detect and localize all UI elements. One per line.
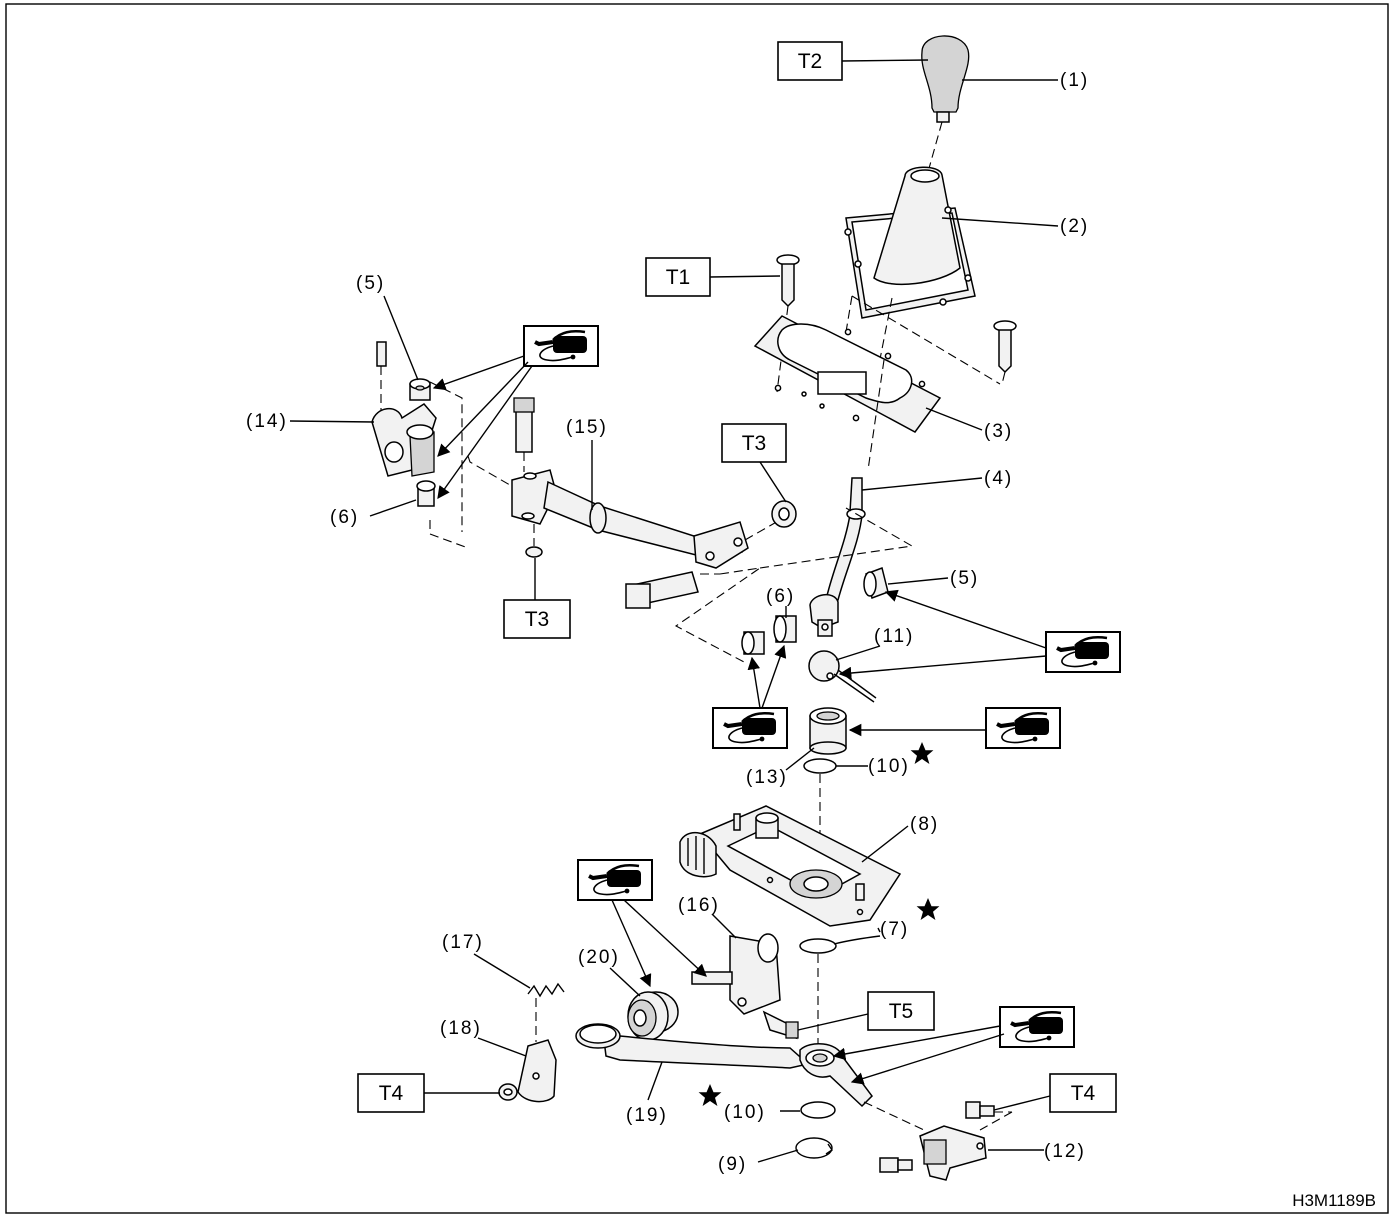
- svg-text:(1): (1): [1060, 70, 1089, 91]
- pin-upper-left: [376, 341, 387, 412]
- callout-part-10-lower: (10): [724, 1102, 800, 1123]
- svg-text:(10): (10): [868, 756, 910, 777]
- torque-label-t2: T2: [777, 41, 929, 81]
- grease-icon: [576, 858, 707, 988]
- page-border: [5, 3, 1389, 1214]
- shift-knob: [921, 35, 970, 173]
- bushing-13: [809, 707, 847, 755]
- svg-text:T4: T4: [379, 1082, 404, 1105]
- plate: [753, 295, 1001, 471]
- callout-part-11: (11): [835, 626, 914, 661]
- snap-ring-9: [795, 1137, 833, 1159]
- torque-label-t4-right: T4: [993, 1073, 1117, 1113]
- callout-part-9: (9): [718, 1149, 799, 1175]
- callout-part-6-left: (6): [330, 499, 417, 528]
- svg-text:(18): (18): [440, 1018, 482, 1039]
- shift-rod-19: [575, 1023, 925, 1131]
- svg-text:(19): (19): [626, 1105, 668, 1126]
- callout-part-19: (19): [626, 1061, 668, 1126]
- torque-label-t3-upper: T3: [721, 423, 787, 503]
- callout-part-1: (1): [962, 70, 1089, 91]
- callout-part-14: (14): [246, 411, 375, 432]
- svg-text:T2: T2: [798, 50, 823, 73]
- grease-icon: [848, 706, 1062, 750]
- star-icon: [698, 1084, 722, 1106]
- svg-text:(16): (16): [678, 895, 720, 916]
- grease-icon: [711, 644, 789, 750]
- svg-text:(17): (17): [442, 932, 484, 953]
- svg-text:(7): (7): [880, 919, 909, 940]
- ball: [808, 650, 877, 703]
- lower-linkage-dashed-box: [674, 507, 914, 663]
- torque-label-t4-left: T4: [357, 1073, 500, 1113]
- svg-text:T5: T5: [889, 1000, 914, 1023]
- svg-text:(8): (8): [910, 814, 939, 835]
- callout-part-8: (8): [861, 814, 939, 863]
- o-ring-10-lower: [800, 1101, 836, 1119]
- torque-label-t1: T1: [645, 257, 781, 297]
- svg-text:(14): (14): [246, 411, 288, 432]
- callout-part-4: (4): [861, 468, 1013, 491]
- svg-text:(4): (4): [984, 468, 1013, 489]
- torque-label-t3-lower: T3: [503, 558, 571, 639]
- callout-part-18: (18): [440, 1018, 527, 1057]
- bracket-16: [691, 933, 799, 1040]
- grease-icon: [832, 1005, 1076, 1085]
- grease-icon: [432, 324, 600, 500]
- figure-code: H3M1189B: [1292, 1191, 1376, 1210]
- svg-text:(5): (5): [356, 273, 385, 294]
- rubber-20: [627, 991, 679, 1041]
- spring-17: [527, 982, 565, 1042]
- callout-part-20: (20): [578, 947, 641, 997]
- star-icon: [916, 898, 940, 920]
- housing: [679, 805, 902, 927]
- callout-part-13: (13): [746, 747, 815, 788]
- svg-text:(15): (15): [566, 417, 608, 438]
- callout-part-7: (7): [877, 919, 909, 940]
- callout-part-6-middle: (6): [766, 586, 795, 618]
- svg-text:(20): (20): [578, 947, 620, 968]
- svg-text:T3: T3: [742, 432, 767, 455]
- svg-text:(5): (5): [950, 568, 979, 589]
- callout-part-5-right: (5): [887, 568, 979, 589]
- callout-part-3: (3): [925, 407, 1013, 442]
- callout-part-12: (12): [988, 1141, 1086, 1162]
- svg-text:(10): (10): [724, 1102, 766, 1123]
- svg-text:(6): (6): [330, 507, 359, 528]
- callout-part-15: (15): [566, 417, 608, 510]
- link-joint: [371, 378, 437, 507]
- screw-right: [993, 320, 1017, 385]
- svg-text:(11): (11): [874, 626, 914, 647]
- svg-text:(2): (2): [1060, 216, 1089, 237]
- svg-text:(12): (12): [1044, 1141, 1086, 1162]
- svg-text:T4: T4: [1071, 1082, 1096, 1105]
- bracket-18: [498, 1039, 557, 1103]
- svg-text:T3: T3: [525, 608, 550, 631]
- callout-part-2: (2): [941, 216, 1089, 237]
- gasket-7: [799, 935, 881, 1050]
- shift-boot: [844, 166, 976, 401]
- callout-part-10-upper: (10): [836, 756, 910, 777]
- callout-part-17: (17): [442, 932, 531, 989]
- middle-bushings: [741, 567, 889, 655]
- grease-icon: [838, 589, 1122, 680]
- callout-part-5-upper: (5): [356, 273, 419, 381]
- torque-label-t5: T5: [797, 991, 935, 1031]
- svg-text:(9): (9): [718, 1154, 747, 1175]
- bracket-12: [879, 1101, 1013, 1181]
- star-icon: [910, 742, 934, 764]
- svg-text:(13): (13): [746, 767, 788, 788]
- callout-part-16: (16): [678, 895, 737, 939]
- shift-lever: [809, 477, 866, 637]
- stay-rod: [511, 397, 797, 609]
- svg-text:T1: T1: [666, 266, 691, 289]
- svg-text:(3): (3): [984, 421, 1013, 442]
- svg-text:(6): (6): [766, 586, 795, 607]
